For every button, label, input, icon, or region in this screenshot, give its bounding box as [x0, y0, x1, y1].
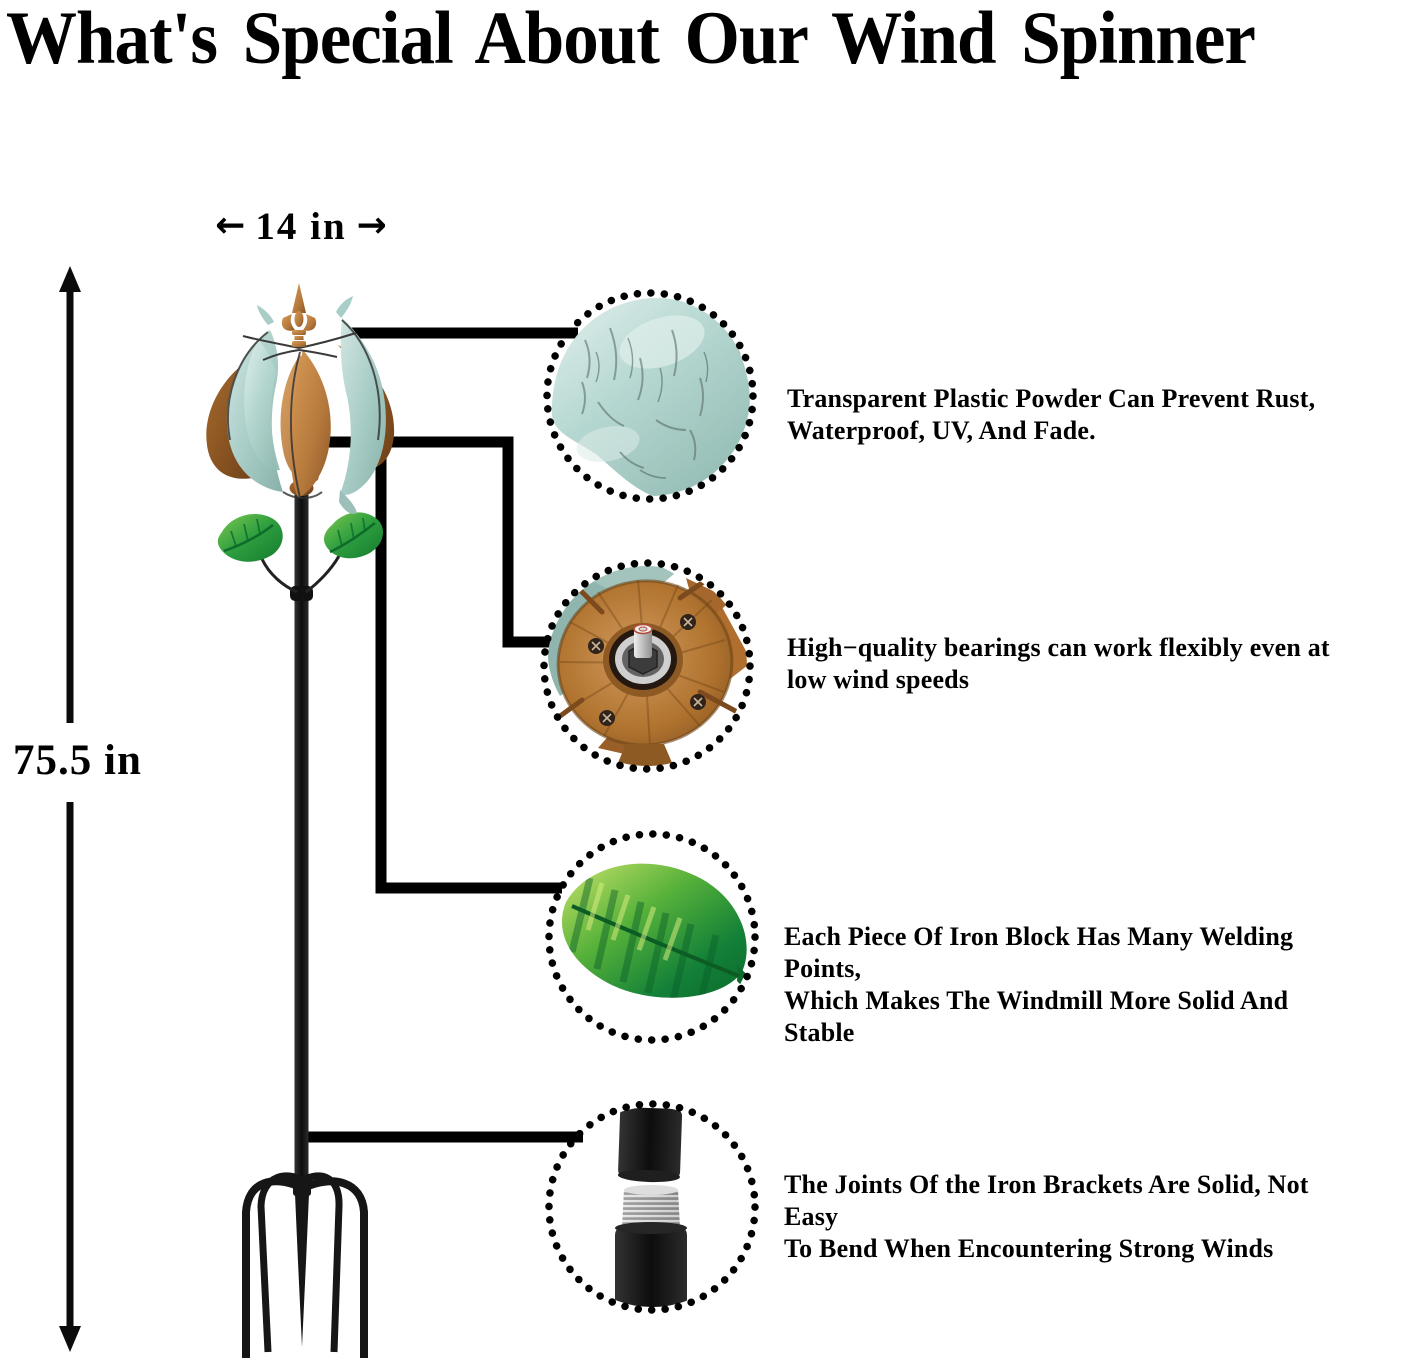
feature-text-rust: Transparent Plastic Powder Can Prevent R… — [787, 383, 1367, 447]
callout-joint — [545, 1100, 759, 1314]
left-leaf — [217, 514, 283, 562]
feature-line: To Bend When Encountering Strong Winds — [784, 1234, 1274, 1263]
copper-finial — [281, 283, 317, 347]
feature-text-bearings: High−quality bearings can work flexibly … — [787, 632, 1367, 696]
bearing-photo — [547, 566, 747, 766]
callout-line-bearing — [302, 436, 552, 648]
patina-blade-photo — [551, 297, 750, 496]
arrow-left-icon: ← — [215, 205, 246, 246]
upper-pole-section — [617, 1107, 683, 1183]
feature-text-welding: Each Piece Of Iron Block Has Many Weldin… — [784, 921, 1364, 1049]
feature-text-joints: The Joints Of the Iron Brackets Are Soli… — [784, 1169, 1364, 1265]
joint-photo — [615, 1107, 687, 1307]
dotted-circle-border — [543, 289, 757, 503]
page-title: What's Special About Our Wind Spinner — [6, 0, 1256, 80]
feature-line: The Joints Of the Iron Brackets Are Soli… — [784, 1170, 1309, 1231]
leaf-photo — [561, 863, 752, 998]
width-dimension-label: ←14 in→ — [196, 204, 406, 249]
height-dimension-label: 75.5 in — [13, 737, 142, 784]
callout-rust-coating — [543, 289, 757, 503]
screws — [588, 614, 706, 726]
arrow-right-icon: → — [356, 205, 387, 246]
callout-bearing — [540, 559, 754, 773]
lower-pole-section — [615, 1185, 687, 1307]
width-value: 14 in — [255, 205, 347, 248]
dotted-circle-border — [545, 830, 759, 1044]
feature-line: Waterproof, UV, And Fade. — [787, 416, 1096, 445]
feature-line: low wind speeds — [787, 665, 970, 694]
spinner-head — [206, 283, 395, 514]
ground-stake — [242, 1172, 368, 1358]
wind-spinner-product — [206, 283, 395, 1358]
dotted-circle-border — [540, 559, 754, 773]
feature-line: Transparent Plastic Powder Can Prevent R… — [787, 384, 1316, 413]
feature-line: Which Makes The Windmill More Solid And … — [784, 986, 1289, 1047]
callout-leaf — [545, 830, 759, 1044]
center-bearing — [603, 623, 683, 697]
dotted-circle-border — [545, 1100, 759, 1314]
spinner-pole — [289, 480, 314, 1192]
right-leaf — [323, 512, 384, 559]
callout-line-leaf — [375, 450, 562, 894]
stem-leaves — [217, 512, 384, 594]
feature-line: High−quality bearings can work flexibly … — [787, 633, 1330, 662]
height-dimension-arrow — [59, 266, 81, 1352]
feature-line: Each Piece Of Iron Block Has Many Weldin… — [784, 922, 1294, 983]
